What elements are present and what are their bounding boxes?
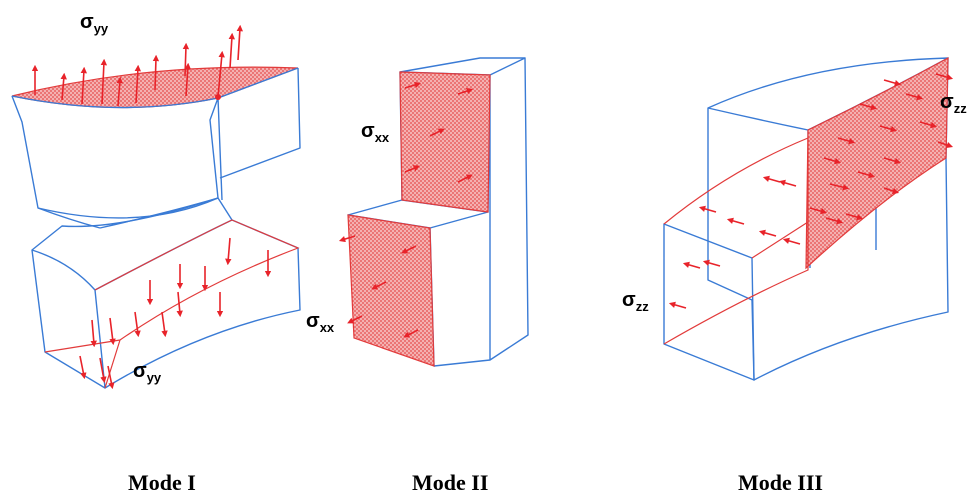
stress-arrow [60,72,67,101]
stress-point [215,94,221,100]
label-mode1-sigma-yy-top: σyy [80,11,109,36]
caption-mode-2: Mode II [412,470,488,495]
stress-arrow [457,87,474,95]
label-mode2-sigma-xx-bottom: σxx [306,310,335,335]
stress-arrow [90,319,97,348]
stress-arrow [401,245,417,254]
stress-arrow [371,281,387,290]
stress-arrow [823,157,842,165]
stress-arrow [809,207,828,215]
stress-arrow [457,174,473,183]
stress-arrow [937,141,954,149]
stress-arrow [429,128,445,137]
stress-arrow [726,217,745,225]
stress-arrow [857,171,876,179]
stress-arrow [859,103,878,111]
stress-arrow [879,125,898,133]
stress-arrow [99,357,107,384]
stress-arrow [935,73,954,81]
stress-arrow [225,237,232,266]
stress-arrow [182,42,190,77]
stress-labels: σyy σyy σxx σxx σzz σzz [80,11,967,385]
stress-arrow [79,355,87,380]
stress-arrow [829,183,850,191]
mode-2-upper-shear-face [399,71,491,213]
stress-arrow [883,187,900,195]
mode-1-upper-block-outline [11,67,301,219]
mode-3-shear-arrows [668,73,954,309]
stress-arrow [668,301,687,309]
stress-arrow [152,54,160,91]
stress-arrow [778,179,797,187]
stress-arrow [176,291,183,318]
stress-arrow [905,93,924,101]
stress-arrow [184,62,191,97]
stress-arrow [116,76,123,107]
label-mode2-sigma-xx-top: σxx [361,120,390,145]
mode-3-front-block-outline [663,223,755,381]
mode-3-upper-shear-face [805,56,949,270]
mode-2-lower-shear-face [347,214,435,367]
caption-mode-3: Mode III [738,470,823,495]
stress-arrow [217,50,225,98]
stress-arrow [404,81,422,89]
stress-arrow [107,365,115,390]
caption-mode-1: Mode I [128,470,196,495]
label-mode3-sigma-zz-right: σzz [940,91,967,116]
mode-captions: Mode I Mode II Mode III [128,470,823,495]
stress-arrow [134,64,142,104]
stress-arrow [236,24,243,61]
label-mode1-sigma-yy-bottom: σyy [133,360,162,385]
stress-arrow [228,32,235,69]
stress-arrow [100,58,108,105]
mode-1-bottom-stress-arrows [79,237,272,390]
stress-arrow [80,66,88,105]
mode-2-shear-arrows [338,81,474,338]
mode-1-lower-crack-face [44,219,300,389]
mode-1-top-stress-arrows [31,24,243,107]
label-mode3-sigma-zz-left: σzz [622,289,649,314]
mode-1-lower-block-outline [31,197,301,389]
stress-arrow [919,121,938,129]
stress-arrow [883,79,902,87]
stress-arrow [134,311,141,338]
stress-arrow [404,165,420,173]
mode-2-specimen [338,57,529,367]
stress-arrow [347,315,363,324]
stress-arrow [762,175,781,183]
stress-arrow [837,137,856,145]
stress-arrow [782,237,801,245]
mode-3-lower-shear-face [663,137,809,345]
stress-arrow [845,213,864,221]
stress-arrow [698,205,717,213]
stress-arrow [702,259,721,267]
stress-arrow [758,229,777,237]
stress-arrow [161,311,168,338]
stress-arrow [109,317,116,346]
stress-arrow [338,235,356,243]
stress-arrow [403,329,419,338]
mode-1-specimen [11,24,301,390]
mode-3-specimen [663,56,954,381]
stress-arrow [883,157,902,165]
stress-arrow [682,261,701,269]
stress-arrow [825,217,844,225]
